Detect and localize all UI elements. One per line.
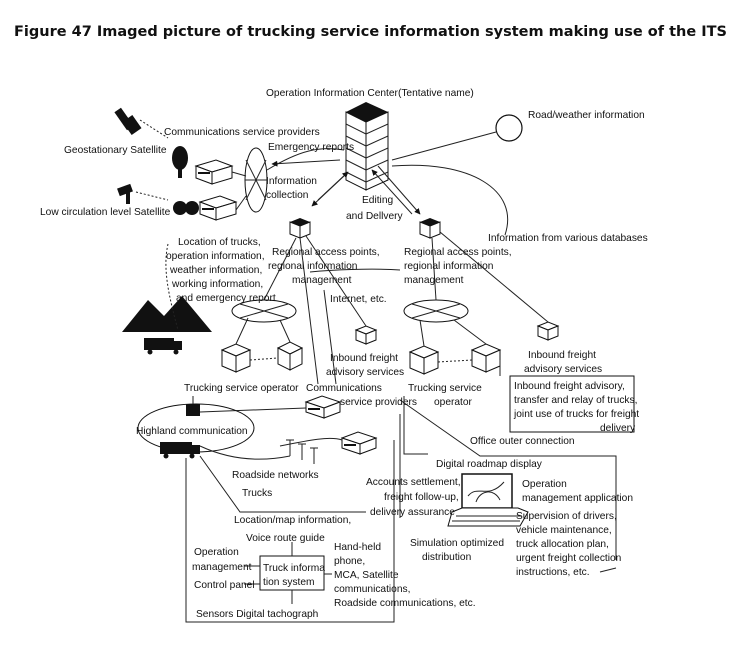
internet-label: Internet, etc. xyxy=(330,294,387,305)
regional-access-point-right-icon xyxy=(419,218,441,239)
sensors-label: Sensors Digital tachograph xyxy=(196,609,318,620)
supervision-line4: urgent freight collection xyxy=(516,553,621,564)
digital-roadmap-label: Digital roadmap display xyxy=(436,459,543,470)
inbound-box-line3: joint use of trucks for freight xyxy=(513,409,639,420)
accounts-line2: freight follow-up, xyxy=(384,492,459,503)
comm-providers-mid-line1: Communications xyxy=(306,383,382,394)
location-trucks-line4: working information, xyxy=(171,279,263,290)
location-trucks-line5: and emergency report xyxy=(176,293,276,304)
server-stack-right-a-icon xyxy=(408,345,440,375)
editing-line1: Editing xyxy=(362,195,393,206)
supervision-line2: vehicle maintenance, xyxy=(516,525,612,536)
geostationary-label: Geostationary Satellite xyxy=(64,145,167,156)
comm-providers-top-label: Communications service providers xyxy=(164,127,320,138)
truck-info-line1: Truck informa xyxy=(263,563,325,574)
inbound-right-line2: advisory services xyxy=(524,364,602,375)
ground-station-upper-icon xyxy=(172,146,234,185)
roadside-poles-icon xyxy=(286,439,318,464)
roadside-networks-label: Roadside networks xyxy=(232,470,319,481)
truck-mountain-icon xyxy=(144,338,182,355)
inbound-box-line2: transfer and relay of trucks, xyxy=(514,395,637,406)
location-trucks-line2: operation information, xyxy=(166,251,265,262)
truck-info-line2: tion system xyxy=(263,577,315,588)
regional-access-point-left-icon xyxy=(289,218,311,239)
info-collection-line1: Information xyxy=(266,176,317,187)
info-collection-line2: collection xyxy=(266,190,308,201)
inbound-freight-right-icon xyxy=(536,321,560,341)
regional-right-line3: management xyxy=(404,275,464,286)
regional-left-line2: regional information xyxy=(268,261,357,272)
voice-route-label: Voice route guide xyxy=(246,533,325,544)
mountains-icon xyxy=(122,296,212,332)
comm-providers-mid-line2: service providers xyxy=(340,397,417,408)
inbound-services-box xyxy=(509,375,635,433)
ground-station-lower-icon xyxy=(173,195,238,221)
regional-right-line2: regional information xyxy=(404,261,493,272)
low-circulation-satellite-icon xyxy=(117,183,133,204)
handheld-line2: phone, xyxy=(334,556,365,567)
handheld-line4: communications, xyxy=(334,584,410,595)
location-map-label: Location/map information, xyxy=(234,515,351,526)
server-stack-left-b-icon xyxy=(276,341,304,371)
road-weather-label: Road/weather information xyxy=(528,110,645,121)
trucking-operator-left-label: Trucking service operator xyxy=(184,383,299,394)
trucks-label: Trucks xyxy=(242,488,272,499)
operation-mgmt-line2: management xyxy=(192,562,252,573)
accounts-line1: Accounts settlement, xyxy=(366,477,461,488)
satellite-hub-icon xyxy=(244,147,268,213)
editing-line2: and Dellvery xyxy=(346,211,404,222)
sun-icon xyxy=(495,114,523,142)
server-stack-left-a-icon xyxy=(220,343,252,373)
truck-highland-icon xyxy=(160,442,200,459)
comm-provider-terminal-icon xyxy=(304,395,342,419)
roadside-terminal-icon xyxy=(340,431,378,455)
operation-center-label: Operation Information Center(Tentative n… xyxy=(266,88,474,99)
operation-mgmt-line1: Operation xyxy=(194,547,239,558)
office-outer-label: Office outer connection xyxy=(470,436,575,447)
inbound-left-line2: advisory services xyxy=(326,367,404,378)
inbound-box-line4: delivery xyxy=(600,423,636,434)
inbound-left-line1: Inbound freight xyxy=(330,353,398,364)
accounts-line3: delivery assurance xyxy=(370,507,455,518)
handheld-line3: MCA, Satellite xyxy=(334,570,399,581)
truck-information-system-box xyxy=(259,555,325,591)
control-panel-label: Control panel xyxy=(194,580,255,591)
handheld-line1: Hand-held xyxy=(334,542,381,553)
inbound-box-line1: Inbound freight advisory, xyxy=(514,381,625,392)
simulation-line2: distribution xyxy=(422,552,471,563)
simulation-line1: Simulation optimized xyxy=(410,538,504,549)
inbound-right-line1: Inbound freight xyxy=(528,350,596,361)
regional-network-right-icon xyxy=(403,299,469,323)
emergency-reports-label: Emergency reports xyxy=(268,142,354,153)
regional-left-line1: Regional access points, xyxy=(272,247,380,258)
supervision-line1: Supervision of drivers, xyxy=(516,511,617,522)
trucking-operator-right-line2: operator xyxy=(434,397,473,408)
supervision-line5: instructions, etc. xyxy=(516,567,590,578)
low-circulation-label: Low circulation level Satellite xyxy=(40,207,171,218)
server-stack-right-b-icon xyxy=(470,343,502,373)
supervision-line3: truck allocation plan, xyxy=(516,539,609,550)
highland-label: Highland communication xyxy=(136,426,248,437)
regional-left-line3: management xyxy=(292,275,352,286)
operation-app-line1: Operation xyxy=(522,479,567,490)
trucking-operator-right-line1: Trucking service xyxy=(408,383,482,394)
regional-right-line1: Regional access points, xyxy=(404,247,512,258)
handheld-line5: Roadside communications, etc. xyxy=(334,598,476,609)
location-trucks-line3: weather information, xyxy=(169,265,262,276)
figure-title: Figure 47 Imaged picture of trucking ser… xyxy=(14,24,727,40)
location-trucks-line1: Location of trucks, xyxy=(178,237,261,248)
geostationary-satellite-icon xyxy=(114,107,142,135)
antenna-icon xyxy=(186,396,200,416)
info-databases-label: Information from various databases xyxy=(488,233,648,244)
roadmap-laptop-icon xyxy=(447,473,529,527)
inbound-freight-left-icon xyxy=(354,325,378,345)
operation-app-line2: management application xyxy=(522,493,633,504)
